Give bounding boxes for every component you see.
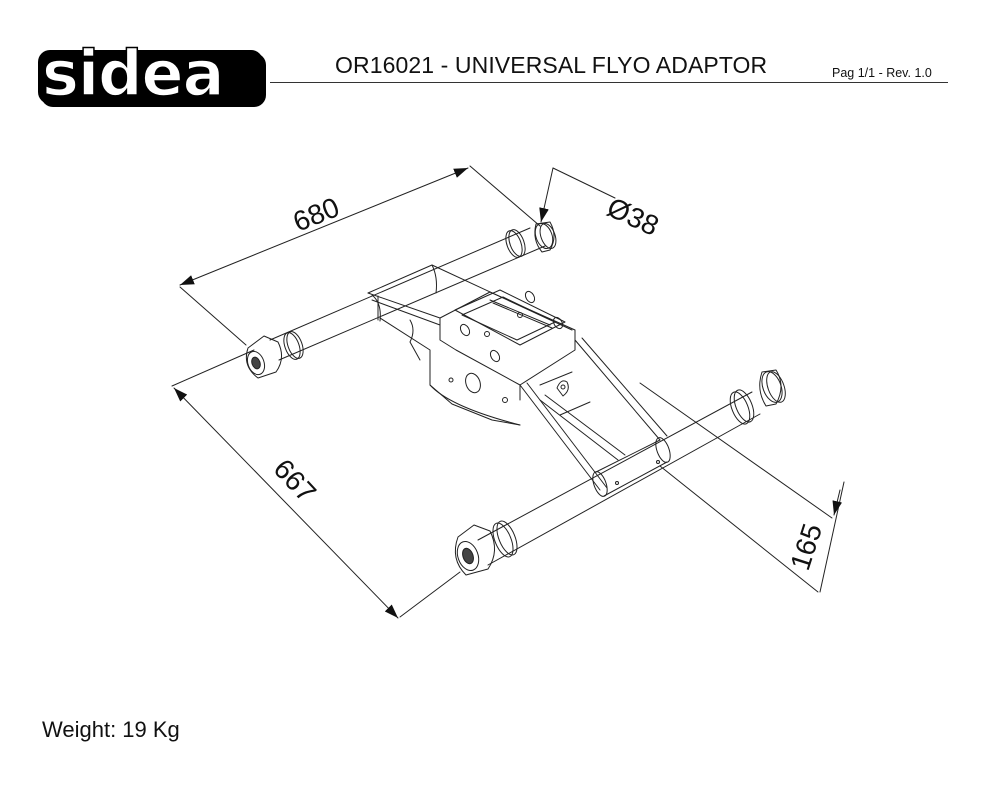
title-underline: [270, 82, 948, 83]
dimension-680-label: 680: [289, 191, 344, 237]
rear-tube: [245, 221, 557, 379]
logo-text: sidea: [41, 37, 225, 110]
dimension-680-lines: [179, 165, 541, 346]
weight-label: Weight: 19 Kg: [42, 717, 180, 742]
dimension-diameter-label: Ø38: [602, 191, 663, 241]
central-frame: [367, 264, 671, 497]
sidea-logo: sidea: [38, 38, 263, 109]
dimension-diameter-leader: [539, 167, 616, 223]
dimension-667-label: 667: [268, 453, 323, 508]
page-revision: Pag 1/1 - Rev. 1.0: [832, 66, 932, 80]
dimension-165-lines: [639, 382, 845, 593]
dimension-165-label: 165: [784, 520, 828, 574]
front-tube: [454, 369, 786, 576]
logo-background: [38, 50, 263, 104]
document-title: OR16021 - UNIVERSAL FLYO ADAPTOR: [335, 52, 768, 78]
dimension-667-lines: [171, 349, 461, 619]
